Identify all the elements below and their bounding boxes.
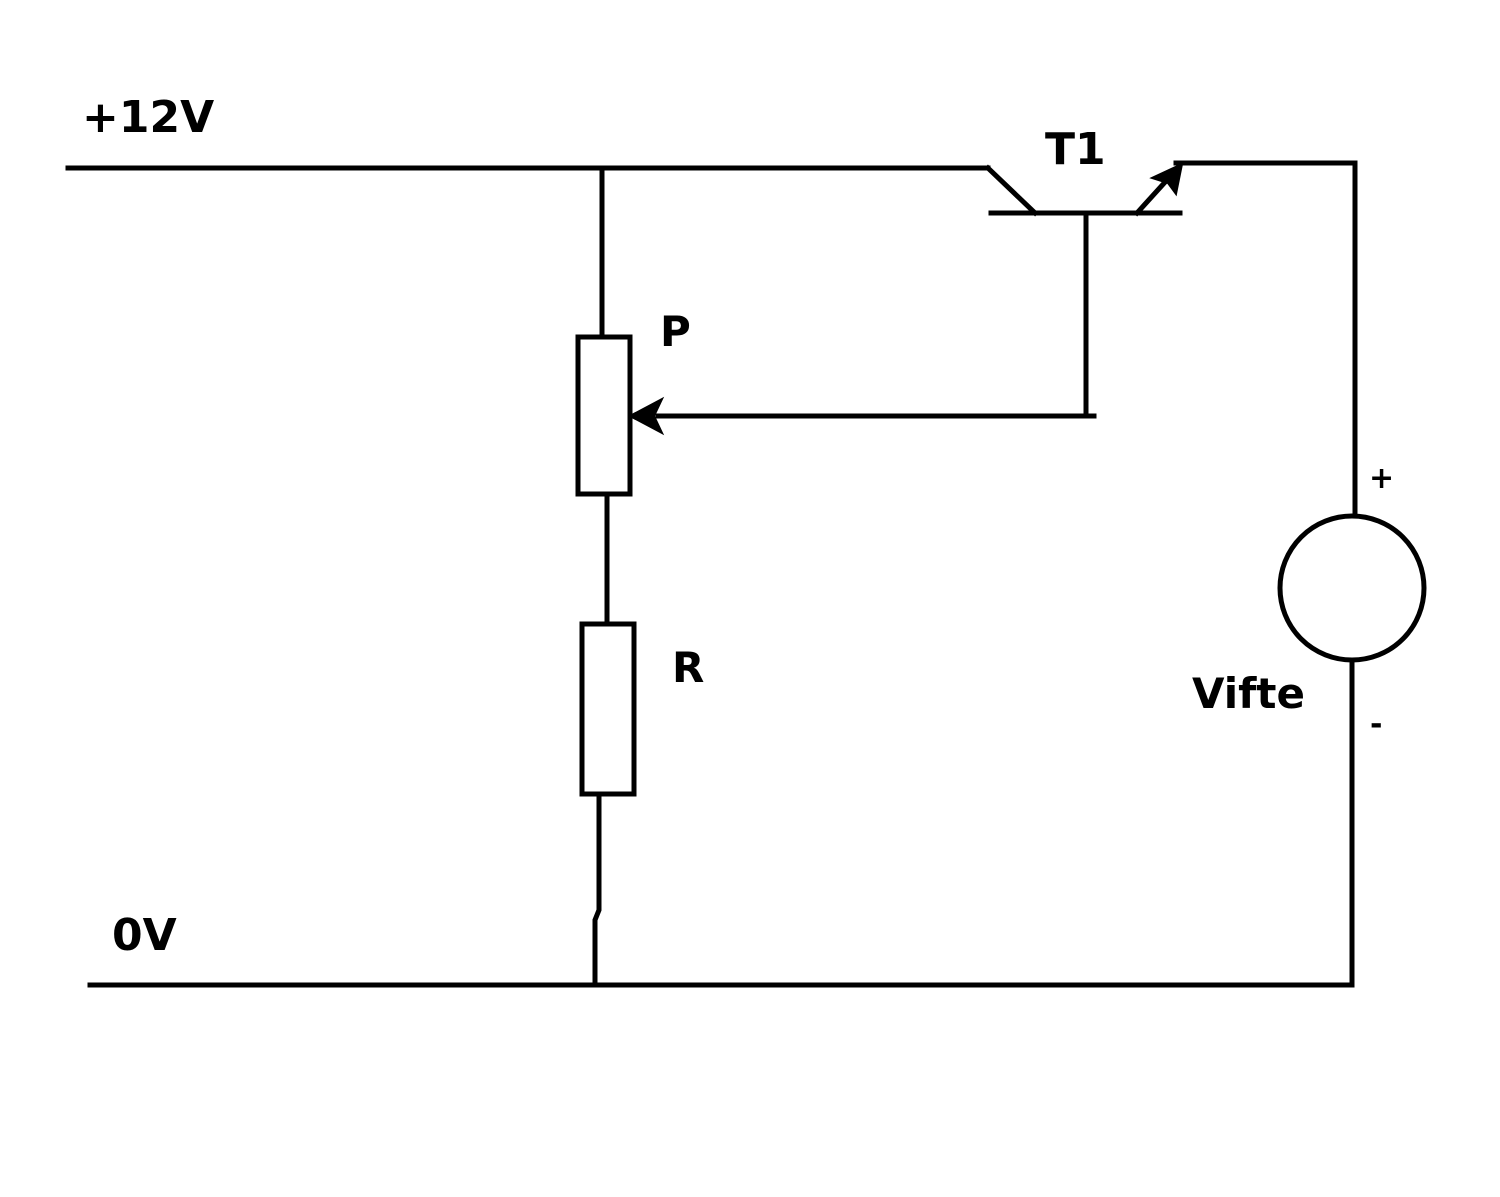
- supply-voltage-label: +12V: [82, 92, 214, 143]
- potentiometer-symbol: [575, 334, 633, 497]
- ground-voltage-label: 0V: [112, 910, 177, 961]
- fan-label: Vifte: [1192, 669, 1305, 718]
- resistor-symbol: [579, 621, 637, 797]
- wiper-arrowhead: [627, 396, 665, 436]
- resistor-label: R: [672, 643, 704, 692]
- emitter-arrowhead: [1149, 162, 1184, 197]
- transistor-symbol: [984, 162, 1184, 419]
- transistor-collector-lead: [984, 164, 1039, 217]
- fan-symbol: [1277, 513, 1427, 663]
- fan-minus-label: -: [1370, 707, 1382, 742]
- emitter-to-fan-wire: [1173, 160, 1358, 518]
- fan-plus-label: +: [1369, 461, 1394, 496]
- potentiometer-label: P: [660, 307, 691, 356]
- transistor-label: T1: [1045, 124, 1106, 175]
- resistor-to-ground-wire: [592, 791, 602, 988]
